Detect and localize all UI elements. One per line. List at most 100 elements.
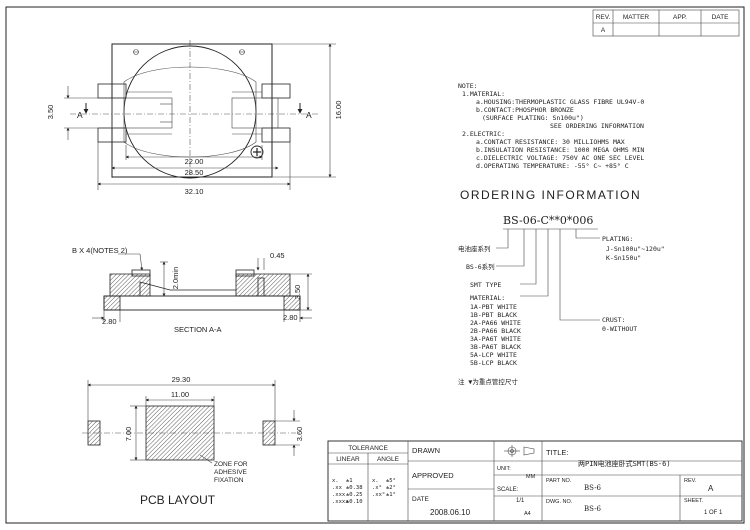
dim-3-50-top: 3.50 xyxy=(46,105,55,120)
dim-11-00: 11.00 xyxy=(171,390,189,399)
ang-key-0: x. xyxy=(372,478,379,484)
app-header: APP. xyxy=(673,14,687,21)
size-value: A4 xyxy=(524,511,531,517)
left-housing-hatch xyxy=(109,273,151,297)
dim-2-0-min: 2.0min xyxy=(171,267,180,290)
zone-label-line-2: ADHESIVE xyxy=(214,469,248,476)
dim-3-60: 3.60 xyxy=(295,427,304,442)
plating-heading: PLATING: xyxy=(602,235,633,243)
material-1b: 1B-PBT BLACK xyxy=(470,311,517,319)
dim-22-00: 22.00 xyxy=(185,157,204,166)
plating-j: J-Sn100u"~120u" xyxy=(606,245,665,253)
callout-b-x4: B X 4(NOTES 2) xyxy=(72,246,128,255)
dim-29-30: 29.30 xyxy=(172,375,191,384)
central-plate xyxy=(123,66,257,158)
note-line-9: c.DIELECTRIC VOLTAGE: 750V AC ONE SEC LE… xyxy=(476,154,644,162)
note-line-6: 2.ELECTRIC: xyxy=(462,130,505,138)
section-caption: SECTION A-A xyxy=(174,325,222,334)
label-series: 电池座系列 xyxy=(458,244,491,253)
adhesive-zone xyxy=(145,405,215,461)
dim-28-50: 28.50 xyxy=(185,168,204,177)
title-label: TITLE: xyxy=(546,448,569,457)
revision-table: REV. MATTER APP. DATE A xyxy=(592,9,740,37)
right-contact xyxy=(231,97,279,129)
note-line-3: b.CONTACT:PHOSPHOR BRONZE xyxy=(476,106,574,114)
rev-value: A xyxy=(708,484,714,493)
notes-heading: NOTE: xyxy=(458,82,478,90)
drawn-label: DRAWN xyxy=(412,446,440,455)
notes-block: NOTE: 1.MATERIAL: a.HOUSING:THERMOPLASTI… xyxy=(458,82,644,170)
right-housing-hatch xyxy=(235,273,291,297)
lin-key-2: .xxx xyxy=(332,492,346,498)
title-value: 两PIN电池座卧式SMT(BS-6) xyxy=(578,459,671,468)
ang-val-0: ±5° xyxy=(386,478,396,484)
note-line-10: d.OPERATING TEMPERATURE: -55° C~ +85° C xyxy=(476,162,629,170)
approved-label: APPROVED xyxy=(412,471,454,480)
ang-val-1: ±2° xyxy=(386,485,396,491)
rev-value-cell: A xyxy=(601,27,606,34)
section-marker-left: A xyxy=(77,110,83,120)
material-3a: 3A-PA6T WHITE xyxy=(470,335,521,343)
crust-heading: CRUST: xyxy=(602,316,625,324)
rev-header: REV. xyxy=(596,14,611,21)
rev-label: REV. xyxy=(684,478,697,484)
dim-32-10: 32.10 xyxy=(185,187,204,196)
lin-val-2: ±0.25 xyxy=(346,492,363,498)
date-label: DATE xyxy=(412,496,430,503)
lin-key-0: x. xyxy=(332,478,339,484)
title-block: TOLERANCE LINEAR ANGLE x. ±1 .xx ±0.38 .… xyxy=(327,440,743,522)
sheet-label: SHEET. xyxy=(684,498,704,504)
note-line-2: a.HOUSING:THERMOPLASTIC GLASS FIBRE UL94… xyxy=(476,98,644,106)
section-view: B X 4(NOTES 2) 0.45 2.0min 3.50 2.80 2.8… xyxy=(72,246,312,334)
dim-7-00: 7.00 xyxy=(124,427,133,442)
section-base xyxy=(103,295,301,311)
lin-val-3: ±0.10 xyxy=(346,499,363,505)
left-contact xyxy=(111,97,173,129)
zone-label-line-1: ZONE FOR xyxy=(214,461,248,468)
date-value: 2008.06.10 xyxy=(430,508,471,517)
note-line-5: SEE ORDERING INFORMATION xyxy=(550,122,644,130)
date-header: DATE xyxy=(712,14,730,21)
angle-label: ANGLE xyxy=(377,456,400,463)
dwg-no-label: DWG. NO. xyxy=(546,499,573,505)
lin-key-3: .xxxx xyxy=(332,499,349,505)
ordering-title: ORDERING INFORMATION xyxy=(460,188,641,202)
lin-val-0: ±1 xyxy=(346,478,353,484)
ang-key-1: .x° xyxy=(372,485,382,491)
lin-val-1: ±0.38 xyxy=(346,485,363,491)
scale-label: SCALE: xyxy=(497,487,519,493)
section-marker-right: A xyxy=(306,110,312,120)
pcb-pad-right xyxy=(262,420,276,446)
note-line-4: (SURFACE PLATING: Sn100u") xyxy=(482,114,584,122)
material-5a: 5A-LCP WHITE xyxy=(470,351,517,359)
lin-key-1: .xx xyxy=(332,485,343,491)
note-line-1: 1.MATERIAL: xyxy=(462,90,505,98)
ordering-code: BS-06-C**0*006 xyxy=(503,214,593,227)
unit-label: UNIT: xyxy=(497,466,511,472)
tolerance-label: TOLERANCE xyxy=(348,445,388,452)
dim-3-50-section: 3.50 xyxy=(293,285,302,300)
scale-value: 1/1 xyxy=(516,498,525,504)
note-line-7: a.CONTACT RESISTANCE: 30 MILLIOHMS MAX xyxy=(476,138,625,146)
material-2a: 2A-PA66 WHITE xyxy=(470,319,521,327)
material-2b: 2B-PA66 BLACK xyxy=(470,327,521,335)
dwg-no-value: BS-6 xyxy=(584,505,602,513)
sheet-border xyxy=(5,6,745,524)
unit-value: MM xyxy=(526,474,536,480)
pcb-layout: 29.30 11.00 7.00 3.60 ZONE FOR ADHESIVE … xyxy=(82,375,304,507)
ordering-info: ORDERING INFORMATION BS-06-C**0*006 电池座系… xyxy=(458,188,665,386)
linear-label: LINEAR xyxy=(336,456,360,463)
part-no-value: BS-6 xyxy=(584,484,602,492)
material-5b: 5B-LCP BLACK xyxy=(470,359,517,367)
label-bs6: BS-6系列 xyxy=(466,262,495,271)
pcb-pad-left xyxy=(87,420,101,446)
zone-label-line-3: FIXATION xyxy=(214,477,244,484)
matter-header: MATTER xyxy=(623,14,650,21)
note-line-8: b.INSULATION RESISTANCE: 1000 MEGA OHMS … xyxy=(476,146,644,154)
dim-2-80-left: 2.80 xyxy=(102,317,117,326)
part-no-label: PART NO. xyxy=(546,478,572,484)
top-view: A A 3.50 16.00 22.00 28.50 32.10 xyxy=(46,40,343,196)
material-1a: 1A-PBT WHITE xyxy=(470,303,517,311)
dim-16-00: 16.00 xyxy=(334,101,343,120)
